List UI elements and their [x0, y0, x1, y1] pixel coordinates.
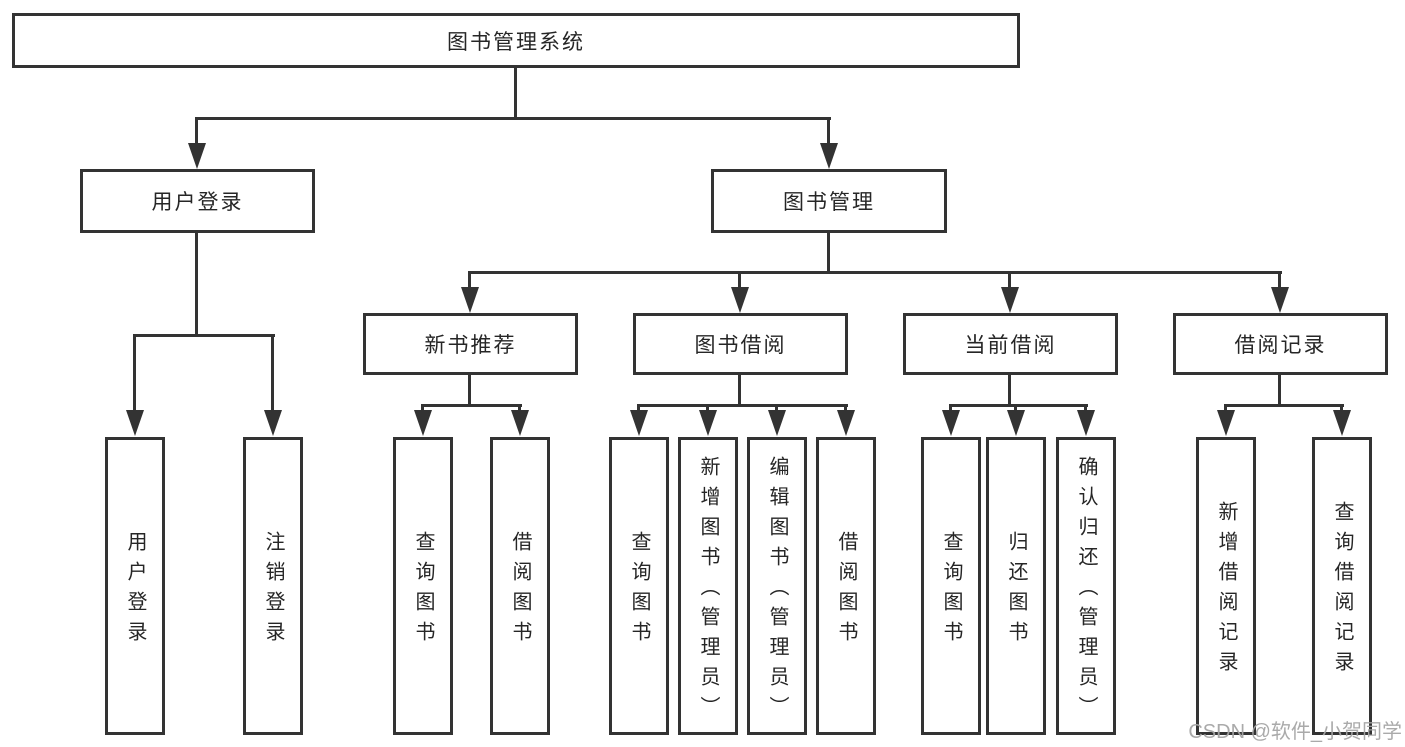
connector-root-hbar	[195, 117, 831, 120]
connector-stem-recommend	[468, 271, 471, 291]
arrow-to-leaf	[630, 410, 648, 436]
connector-stem	[1084, 404, 1087, 414]
leaf-label: 查询图书	[940, 531, 962, 651]
connector-stem-borrowing	[738, 271, 741, 291]
connector-stem	[706, 404, 709, 414]
leaf-add-book-admin: 新增图书（管理员）	[678, 437, 738, 735]
arrow-to-leaf-login	[126, 410, 144, 436]
arrow-to-borrowing	[731, 287, 749, 313]
arrow-to-leaf	[511, 410, 529, 436]
arrow-to-recommend	[461, 287, 479, 313]
arrow-to-leaf	[1217, 410, 1235, 436]
node-borrowing-records: 借阅记录	[1173, 313, 1388, 375]
arrow-to-current	[1001, 287, 1019, 313]
leaf-label: 编辑图书（管理员）	[766, 456, 788, 726]
connector-borrowing-trunk	[738, 375, 741, 407]
connector-root-trunk	[514, 68, 517, 119]
arrow-to-leaf	[1333, 410, 1351, 436]
leaf-edit-book-admin: 编辑图书（管理员）	[747, 437, 807, 735]
leaf-query-books-recommend: 查询图书	[393, 437, 453, 735]
leaf-borrow-books: 借阅图书	[816, 437, 876, 735]
leaf-label: 新增图书（管理员）	[697, 456, 719, 726]
connector-stem	[844, 404, 847, 414]
connector-stem	[1014, 404, 1017, 414]
arrow-to-leaf	[1077, 410, 1095, 436]
connector-stem	[775, 404, 778, 414]
connector-book-mgmt-hbar	[468, 271, 1282, 274]
leaf-query-books-borrow: 查询图书	[609, 437, 669, 735]
arrow-to-leaf	[699, 410, 717, 436]
leaf-query-borrow-record: 查询借阅记录	[1312, 437, 1372, 735]
arrow-to-leaf	[414, 410, 432, 436]
leaf-borrow-books-recommend: 借阅图书	[490, 437, 550, 735]
arrow-to-records	[1271, 287, 1289, 313]
leaf-label: 借阅图书	[835, 531, 857, 651]
connector-stem	[518, 404, 521, 414]
connector-borrowing-hbar	[637, 404, 848, 407]
connector-stem-leaf-logout	[271, 334, 274, 413]
leaf-add-borrow-record: 新增借阅记录	[1196, 437, 1256, 735]
leaf-label: 借阅图书	[509, 531, 531, 651]
node-book-management: 图书管理	[711, 169, 947, 233]
leaf-label: 查询借阅记录	[1331, 501, 1353, 681]
connector-stem	[1224, 404, 1227, 414]
leaf-label: 注销登录	[262, 531, 284, 651]
connector-current-trunk	[1008, 375, 1011, 407]
arrow-to-leaf-logout	[264, 410, 282, 436]
leaf-label: 用户登录	[124, 531, 146, 651]
connector-stem-records	[1278, 271, 1281, 291]
leaf-confirm-return-admin: 确认归还（管理员）	[1056, 437, 1116, 735]
connector-stem	[637, 404, 640, 414]
connector-stem-user-login	[195, 117, 198, 147]
node-user-login: 用户登录	[80, 169, 315, 233]
arrow-to-leaf	[837, 410, 855, 436]
connector-user-login-hbar	[133, 334, 275, 337]
leaf-label: 归还图书	[1005, 531, 1027, 651]
arrow-to-leaf	[1007, 410, 1025, 436]
connector-stem	[949, 404, 952, 414]
connector-stem	[421, 404, 424, 414]
connector-user-login-trunk	[195, 233, 198, 337]
arrow-to-book-management	[820, 143, 838, 169]
connector-stem-book-management	[827, 117, 830, 147]
connector-stem-current	[1008, 271, 1011, 291]
leaf-user-login: 用户登录	[105, 437, 165, 735]
node-book-borrowing: 图书借阅	[633, 313, 848, 375]
leaf-query-books-current: 查询图书	[921, 437, 981, 735]
leaf-label: 新增借阅记录	[1215, 501, 1237, 681]
connector-current-hbar	[949, 404, 1088, 407]
leaf-logout: 注销登录	[243, 437, 303, 735]
node-library-management-system: 图书管理系统	[12, 13, 1020, 68]
connector-records-hbar	[1224, 404, 1344, 407]
node-new-book-recommendation: 新书推荐	[363, 313, 578, 375]
connector-records-trunk	[1278, 375, 1281, 407]
connector-stem-leaf-login	[133, 334, 136, 413]
csdn-watermark: CSDN @软件_小贺同学	[1188, 721, 1402, 743]
arrow-to-user-login	[188, 143, 206, 169]
leaf-return-book: 归还图书	[986, 437, 1046, 735]
node-current-borrowing: 当前借阅	[903, 313, 1118, 375]
connector-recommend-trunk	[468, 375, 471, 407]
connector-stem	[1340, 404, 1343, 414]
leaf-label: 查询图书	[628, 531, 650, 651]
leaf-label: 确认归还（管理员）	[1075, 456, 1097, 726]
connector-recommend-hbar	[421, 404, 522, 407]
arrow-to-leaf	[768, 410, 786, 436]
connector-book-mgmt-trunk	[827, 233, 830, 274]
arrow-to-leaf	[942, 410, 960, 436]
leaf-label: 查询图书	[412, 531, 434, 651]
